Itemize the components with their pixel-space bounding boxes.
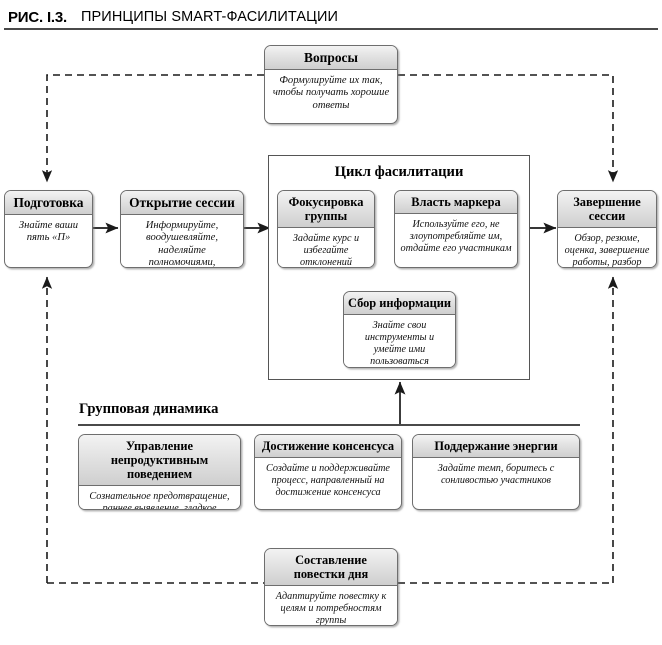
node-preparation[interactable]: Подготовка Знайте ваши пять «П» <box>4 190 93 268</box>
node-preparation-text: Знайте ваши пять «П» <box>5 215 92 250</box>
figure-caption: ПРИНЦИПЫ SMART-ФАСИЛИТАЦИИ <box>81 9 339 25</box>
node-energy-maintenance-title: Поддержание энергии <box>413 435 579 458</box>
node-consensus-title: Достижение консенсуса <box>255 435 401 458</box>
group-dynamics-title: Групповая динамика <box>79 401 219 417</box>
node-preparation-title: Подготовка <box>5 191 92 215</box>
node-consensus-text: Создайте и поддерживайте процесс, направ… <box>255 458 401 504</box>
node-questions-text: Формулируйте их так, чтобы получать хоро… <box>265 70 397 118</box>
node-unproductive-behaviour-title: Управление непродуктивным поведением <box>79 435 240 486</box>
group-dynamics-divider <box>78 424 580 426</box>
node-closing-session-title: Завершение сессии <box>558 191 656 228</box>
node-closing-session[interactable]: Завершение сессии Обзор, резюме, оценка,… <box>557 190 657 268</box>
node-agenda-setting-title: Составление повестки дня <box>265 549 397 586</box>
node-marker-power[interactable]: Власть маркера Используйте его, не злоуп… <box>394 190 518 268</box>
figure-number: РИС. I.3. <box>8 8 67 26</box>
node-information-gathering[interactable]: Сбор информации Знайте свои инструменты … <box>343 291 456 368</box>
node-group-focus-text: Задайте курс и избегайте отклонений <box>278 228 374 267</box>
node-energy-maintenance[interactable]: Поддержание энергии Задайте темп, борите… <box>412 434 580 510</box>
figure-title: РИС. I.3. ПРИНЦИПЫ SMART-ФАСИЛИТАЦИИ <box>8 4 654 30</box>
node-information-gathering-text: Знайте свои инструменты и умейте ими пол… <box>344 315 455 367</box>
node-questions[interactable]: Вопросы Формулируйте их так, чтобы получ… <box>264 45 398 124</box>
node-energy-maintenance-text: Задайте темп, боритесь с сонливостью уча… <box>413 458 579 492</box>
cycle-title: Цикл фасилитации <box>334 164 464 180</box>
node-marker-power-title: Власть маркера <box>395 191 517 214</box>
node-agenda-setting[interactable]: Составление повестки дня Адаптируйте пов… <box>264 548 398 626</box>
node-unproductive-behaviour-text: Сознательное предотвращение, раннее выяв… <box>79 486 240 509</box>
node-agenda-setting-text: Адаптируйте повестку к целям и потребнос… <box>265 586 397 625</box>
title-divider <box>4 28 658 30</box>
node-information-gathering-title: Сбор информации <box>344 292 455 315</box>
node-opening-session-title: Открытие сессии <box>121 191 243 215</box>
node-questions-title: Вопросы <box>265 46 397 70</box>
node-group-focus-title: Фокусировка группы <box>278 191 374 228</box>
node-opening-session-text: Информируйте, воодушевляйте, наделяйте п… <box>121 215 243 267</box>
node-opening-session[interactable]: Открытие сессии Информируйте, воодушевля… <box>120 190 244 268</box>
node-unproductive-behaviour[interactable]: Управление непродуктивным поведением Соз… <box>78 434 241 510</box>
node-group-focus[interactable]: Фокусировка группы Задайте курс и избега… <box>277 190 375 268</box>
node-marker-power-text: Используйте его, не злоупотребляйте им, … <box>395 214 517 260</box>
link-questions-to-preparation <box>41 74 264 183</box>
node-closing-session-text: Обзор, резюме, оценка, завершение работы… <box>558 228 656 267</box>
node-consensus[interactable]: Достижение консенсуса Создайте и поддерж… <box>254 434 402 510</box>
